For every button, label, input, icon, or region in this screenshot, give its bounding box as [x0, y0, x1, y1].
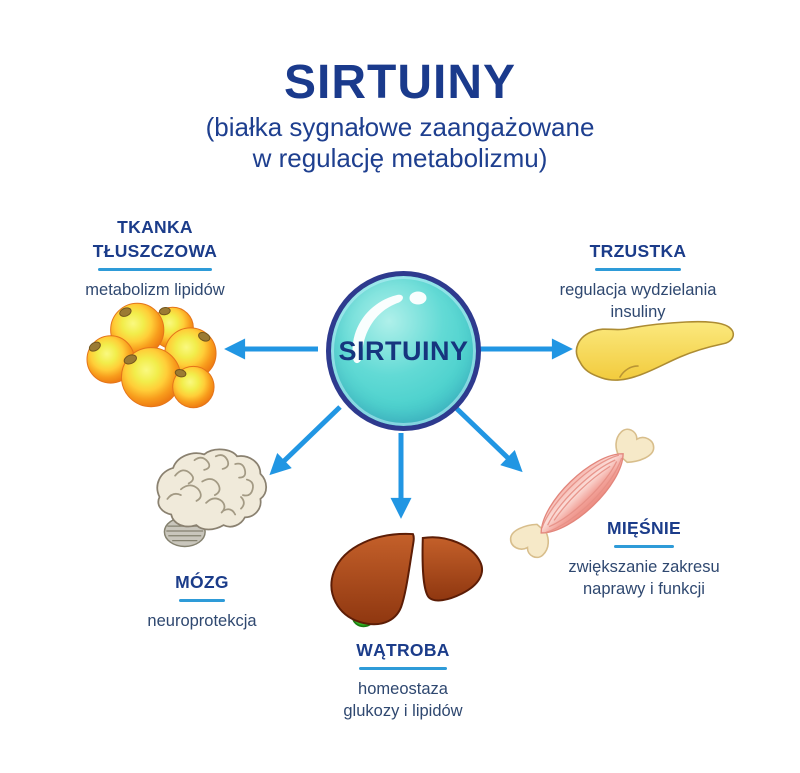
- muscle-icon: [509, 428, 655, 559]
- pancreas-heading: TRZUSTKA: [589, 241, 687, 261]
- muscles-description-line2: naprawy i funkcji: [583, 580, 705, 598]
- brain-description: neuroprotekcja: [147, 612, 257, 630]
- brain-icon: [156, 448, 268, 548]
- liver-heading: WĄTROBA: [356, 640, 450, 660]
- pancreas-description-line2: insuliny: [610, 303, 666, 321]
- fat-cells-icon: [86, 302, 217, 409]
- node-liver: WĄTROBA homeostaza glukozy i lipidów: [313, 638, 493, 722]
- muscles-description-line1: zwiększanie zakresu: [568, 558, 720, 576]
- subtitle-line-1: (białka sygnałowe zaangażowane: [205, 112, 595, 142]
- central-bubble: SIRTUINY: [326, 271, 481, 431]
- arrow-to-brain: [269, 405, 342, 476]
- liver-description-line2: glukozy i lipidów: [343, 702, 463, 720]
- node-adipose-tissue: TKANKA TŁUSZCZOWA metabolizm lipidów: [60, 215, 250, 301]
- arrow-to-muscles: [453, 405, 523, 473]
- brain-underline: [179, 599, 225, 602]
- pancreas-description-line1: regulacja wydzielania: [559, 281, 717, 299]
- node-muscles: MIĘŚNIE zwiększanie zakresu naprawy i fu…: [549, 516, 739, 600]
- liver-description-line1: homeostaza: [358, 680, 448, 698]
- adipose-heading-line1: TKANKA: [117, 217, 193, 237]
- pancreas-underline: [595, 268, 681, 271]
- muscles-heading: MIĘŚNIE: [606, 518, 682, 538]
- node-pancreas: TRZUSTKA regulacja wydzielania insuliny: [525, 239, 751, 323]
- central-bubble-label: SIRTUINY: [338, 335, 469, 366]
- muscles-underline: [614, 545, 674, 548]
- node-brain: MÓZG neuroprotekcja: [112, 570, 292, 632]
- adipose-heading-line2: TŁUSZCZOWA: [92, 241, 218, 261]
- adipose-underline: [98, 268, 212, 271]
- bubble-gloss-icon: [352, 291, 427, 364]
- page-subtitle: (białka sygnałowe zaangażowane w regulac…: [0, 112, 800, 174]
- brain-heading: MÓZG: [175, 572, 229, 592]
- adipose-description: metabolizm lipidów: [85, 281, 225, 299]
- subtitle-line-2: w regulację metabolizmu): [252, 143, 548, 173]
- page-title: SIRTUINY: [283, 56, 516, 109]
- liver-icon: [330, 532, 484, 628]
- liver-underline: [359, 667, 447, 670]
- pancreas-icon: [575, 320, 735, 381]
